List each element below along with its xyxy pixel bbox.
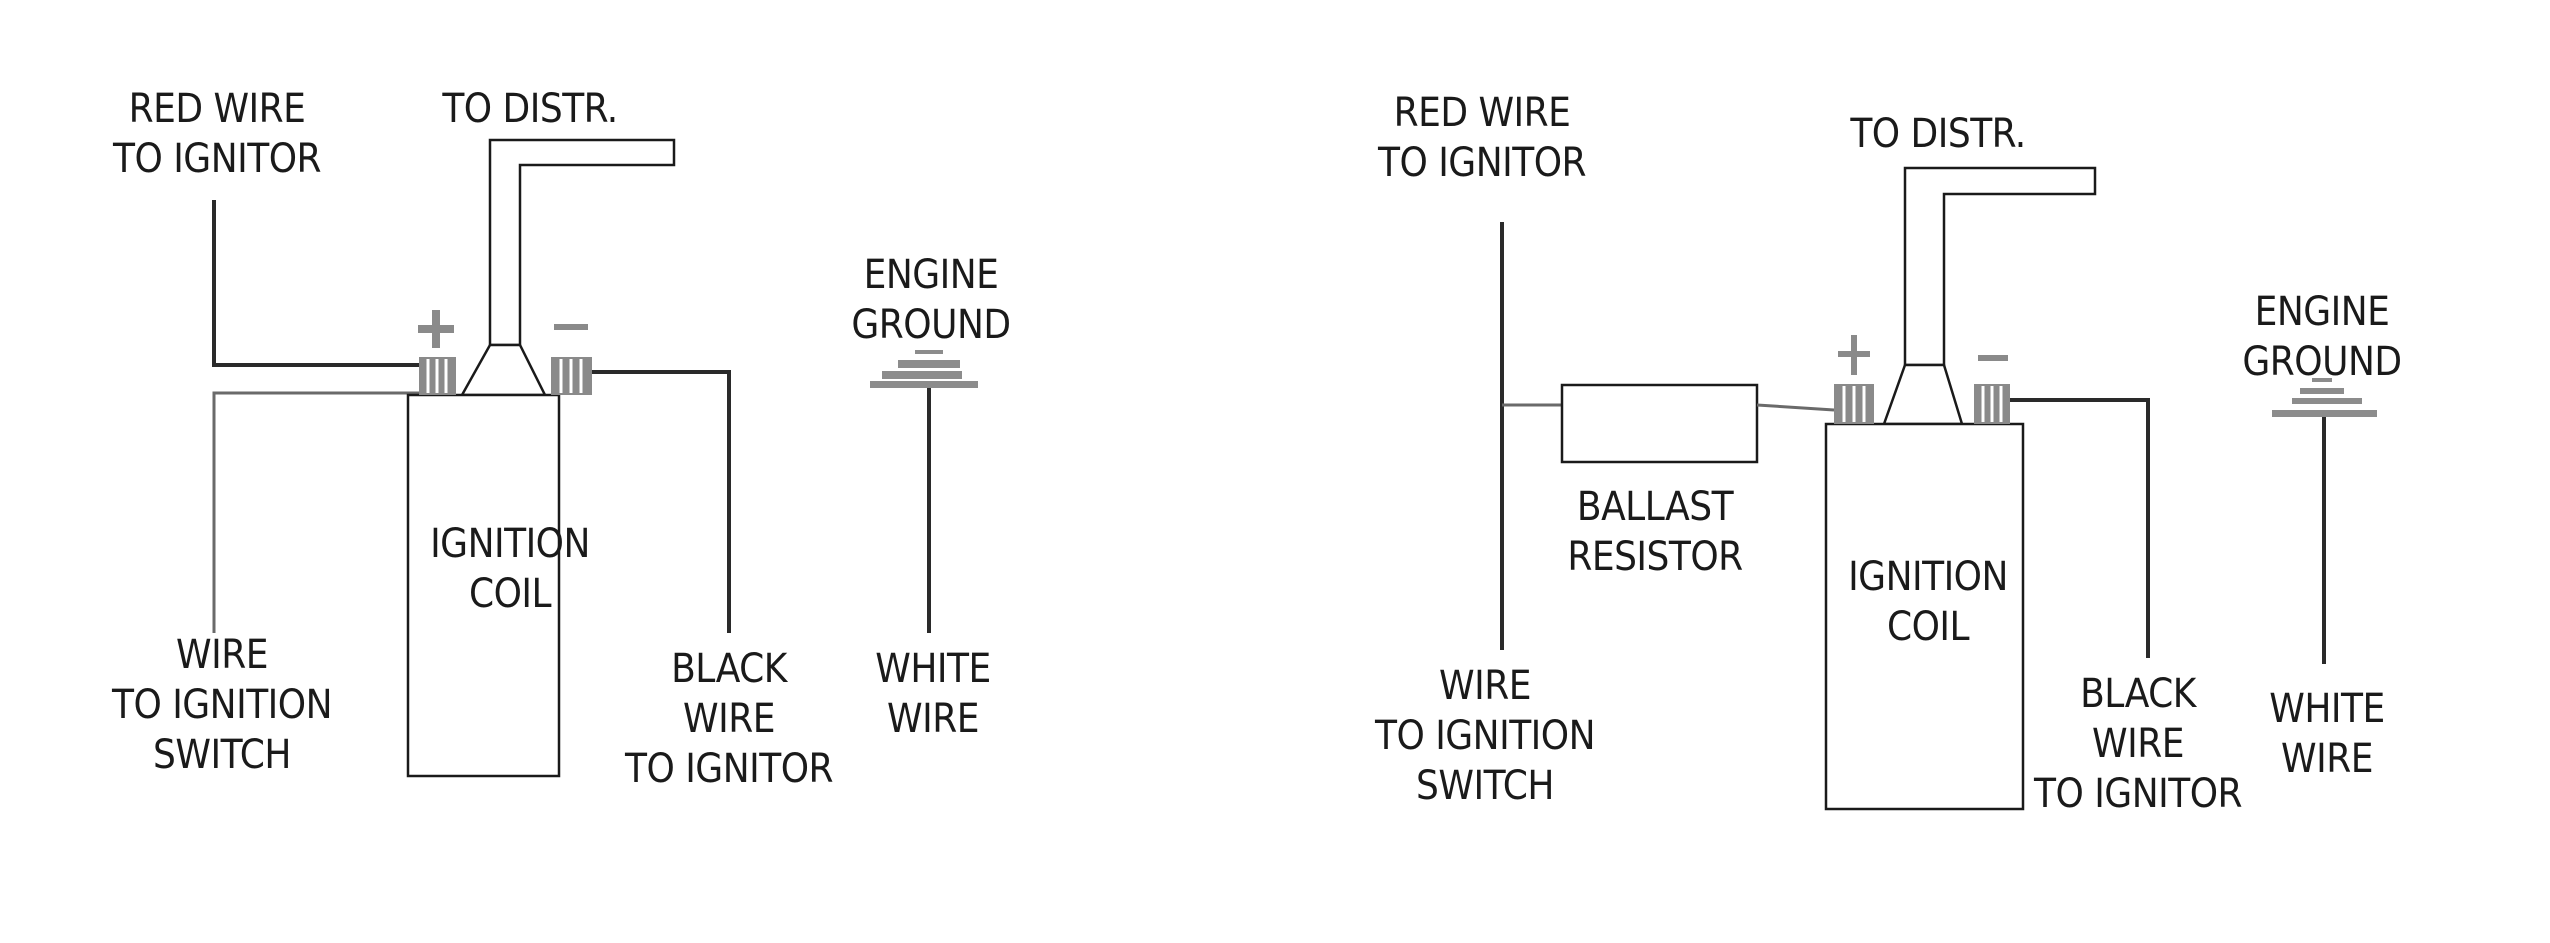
coil-tower: [1882, 363, 1964, 426]
ignition-switch-wire: [212, 391, 419, 633]
label-black-wire-2: WIRE: [683, 696, 775, 742]
label-red-wire-1: RED WIRE: [129, 86, 306, 132]
positive-terminal: [1834, 384, 1874, 424]
label-ignition-coil-1: IGNITION: [430, 521, 590, 567]
ground-icon: [2272, 378, 2377, 417]
coil-tower: [459, 343, 548, 397]
label-black-wire-1: BLACK: [2080, 671, 2198, 717]
ground-icon: [870, 350, 978, 388]
label-black-wire-3: TO IGNITOR: [2033, 771, 2242, 817]
label-ballast-resistor-2: RESISTOR: [1567, 534, 1742, 580]
label-white-wire-2: WIRE: [2281, 736, 2373, 782]
label-switch-wire-1: WIRE: [1439, 663, 1531, 709]
ballast-output-wire: [1756, 403, 1835, 412]
label-switch-wire-2: TO IGNITION: [111, 682, 332, 728]
ballast-resistor: [1560, 383, 1759, 464]
ignition-coil: [1824, 422, 2025, 811]
black-wire: [2010, 398, 2150, 658]
diagram-without-ballast: RED WIRE TO IGNITOR TO DISTR. ENGINE GRO…: [111, 86, 1011, 792]
label-white-wire-1: WHITE: [2269, 686, 2384, 732]
label-ignition-coil-2: COIL: [1887, 604, 1970, 650]
label-ballast-resistor-1: BALLAST: [1577, 484, 1735, 530]
label-white-wire-2: WIRE: [887, 696, 979, 742]
label-red-wire-2: TO IGNITOR: [112, 136, 321, 182]
label-engine-ground-2: GROUND: [851, 302, 1010, 348]
label-to-distributor: TO DISTR.: [441, 86, 617, 132]
plus-sign-icon: [418, 310, 454, 348]
positive-terminal: [419, 357, 456, 395]
label-red-wire-1: RED WIRE: [1394, 90, 1571, 136]
label-white-wire-1: WHITE: [875, 646, 990, 692]
label-ignition-coil-2: COIL: [469, 571, 552, 617]
label-red-wire-2: TO IGNITOR: [1377, 140, 1586, 186]
distributor-lead: [1903, 166, 2097, 367]
label-to-distributor: TO DISTR.: [1849, 111, 2025, 157]
minus-sign-icon: [1978, 355, 2008, 361]
label-switch-wire-3: SWITCH: [153, 732, 291, 778]
black-wire: [592, 370, 731, 633]
label-engine-ground-1: ENGINE: [2255, 289, 2390, 335]
label-engine-ground-1: ENGINE: [864, 252, 999, 298]
negative-terminal: [1974, 384, 2010, 424]
label-black-wire-3: TO IGNITOR: [624, 746, 833, 792]
label-switch-wire-3: SWITCH: [1416, 763, 1554, 809]
label-engine-ground-2: GROUND: [2242, 339, 2401, 385]
red-wire: [212, 200, 419, 367]
minus-sign-icon: [554, 324, 588, 330]
label-switch-wire-2: TO IGNITION: [1374, 713, 1595, 759]
distributor-lead: [488, 138, 676, 347]
label-black-wire-2: WIRE: [2092, 721, 2184, 767]
ignition-coil: [406, 393, 561, 778]
negative-terminal: [551, 357, 592, 395]
plus-sign-icon: [1838, 335, 1870, 375]
label-switch-wire-1: WIRE: [176, 632, 268, 678]
label-black-wire-1: BLACK: [671, 646, 789, 692]
diagram-with-ballast: RED WIRE TO IGNITOR TO DISTR. ENGINE GRO…: [1374, 90, 2402, 817]
label-ignition-coil-1: IGNITION: [1848, 554, 2008, 600]
